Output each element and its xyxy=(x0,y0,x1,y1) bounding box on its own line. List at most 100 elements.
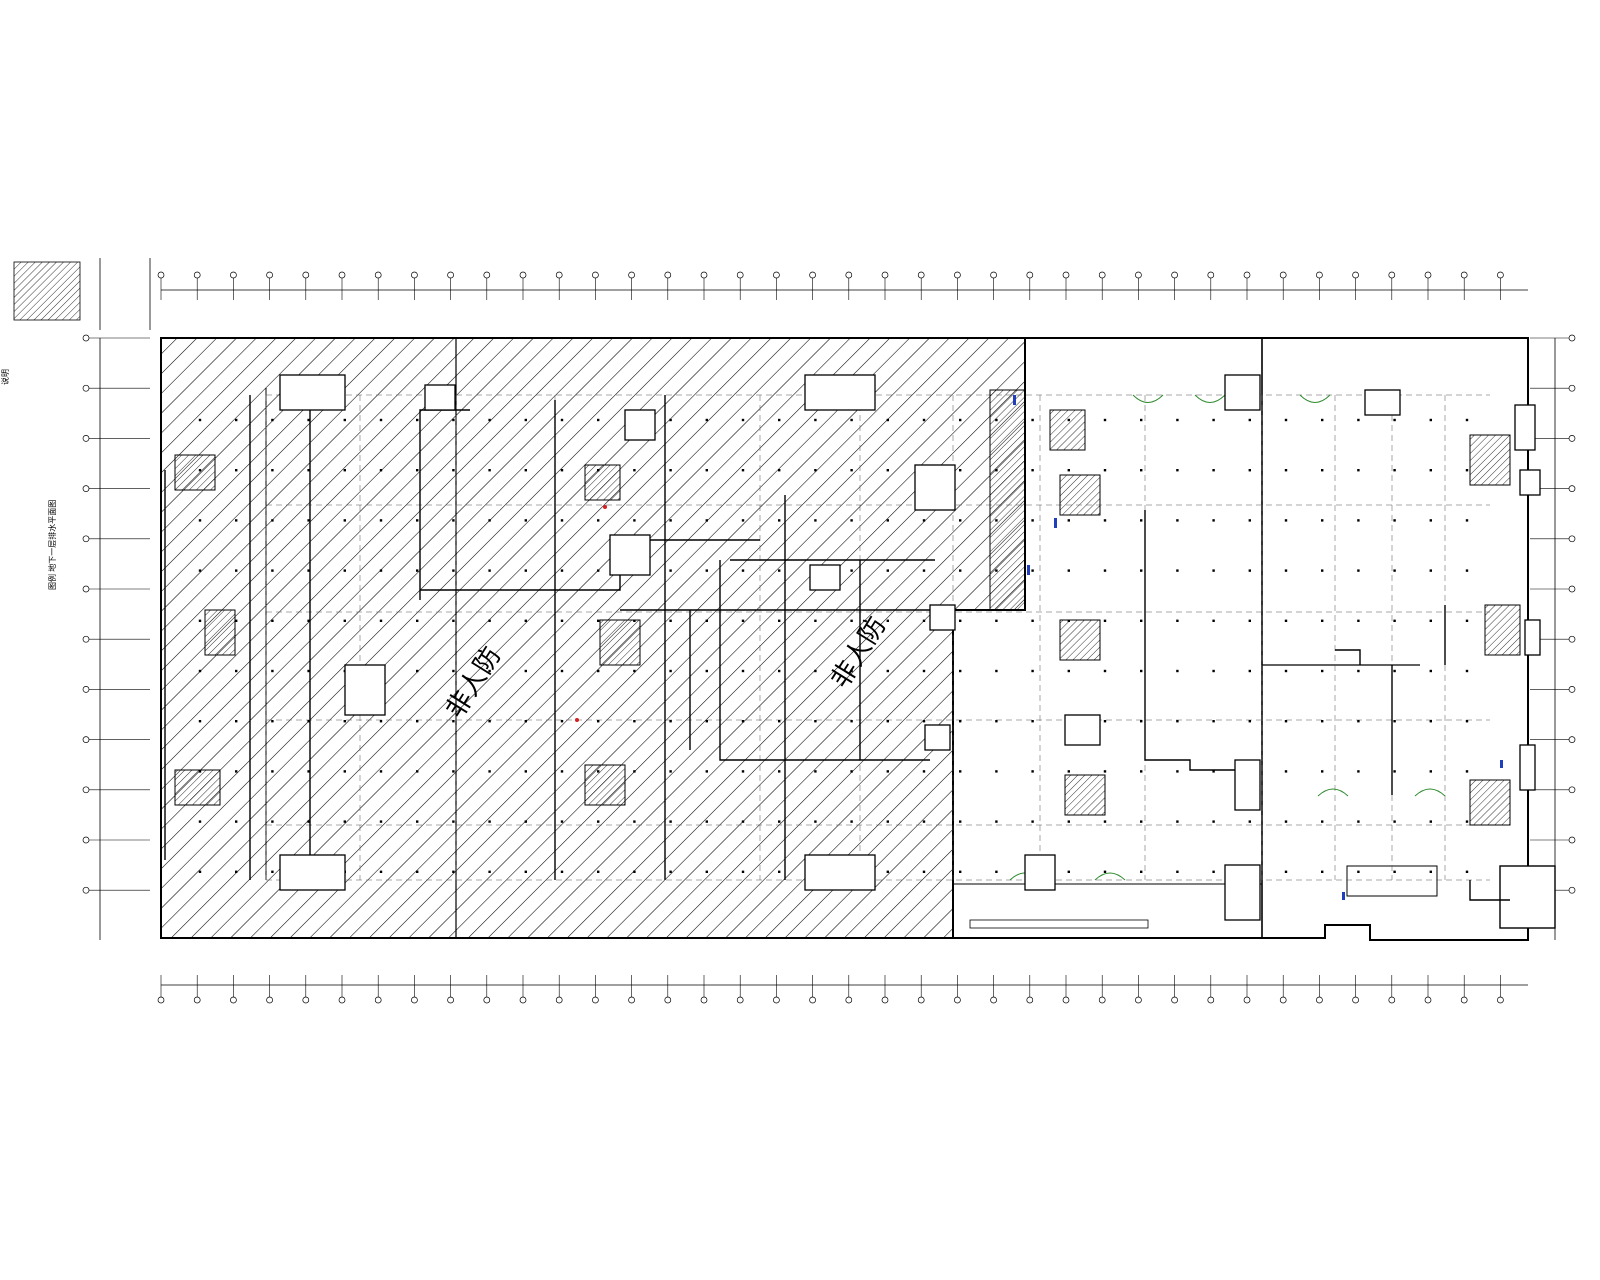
column-dot xyxy=(235,469,238,472)
column-dot xyxy=(343,569,346,572)
column-dot xyxy=(235,720,238,723)
column-dot xyxy=(235,418,238,422)
column-dot xyxy=(198,519,202,522)
column-dot xyxy=(1140,519,1143,522)
column-dot xyxy=(1067,770,1070,773)
column-dot xyxy=(1357,418,1360,422)
column-dot xyxy=(524,770,527,773)
column-dot xyxy=(1031,770,1034,773)
room-box xyxy=(1064,714,1101,746)
column-dot xyxy=(1357,619,1360,622)
column-dot xyxy=(307,669,310,673)
column-dot xyxy=(1429,619,1432,622)
column-dot xyxy=(741,619,745,622)
grid-bubble xyxy=(1424,271,1432,279)
column-dot xyxy=(235,569,238,572)
top-dimension-chain xyxy=(157,271,1528,300)
column-dot xyxy=(814,720,817,723)
column-dot xyxy=(379,418,383,422)
column-dot xyxy=(416,418,419,422)
column-dot xyxy=(416,770,419,773)
column-dot xyxy=(343,469,346,472)
grid-bubble xyxy=(1026,271,1034,279)
room-box xyxy=(809,564,841,591)
column-dot xyxy=(1284,669,1288,673)
room-box xyxy=(279,854,346,891)
column-dot xyxy=(959,720,962,723)
column-dot xyxy=(669,870,672,873)
grid-bubble xyxy=(954,996,961,1004)
column-dot xyxy=(886,669,889,673)
column-dot xyxy=(1176,770,1179,773)
column-dot xyxy=(1176,720,1179,723)
column-dot xyxy=(1284,870,1288,873)
grid-bubble xyxy=(82,736,90,743)
column-dot xyxy=(1465,569,1469,572)
column-dot xyxy=(488,619,491,622)
column-dot xyxy=(560,770,564,773)
column-dot xyxy=(271,870,274,873)
grid-bubble xyxy=(664,271,672,279)
grid-bubble xyxy=(82,886,90,894)
grid-bubble xyxy=(82,435,90,442)
column-dot xyxy=(959,519,962,522)
column-dot xyxy=(1357,469,1360,472)
column-dot xyxy=(1103,720,1107,723)
column-dot xyxy=(741,569,745,572)
column-dot xyxy=(1176,820,1179,823)
column-dot xyxy=(1357,870,1360,873)
column-dot xyxy=(1393,519,1396,522)
grid-bubble xyxy=(1568,334,1576,342)
grid-bubble xyxy=(1568,585,1576,593)
column-dot xyxy=(741,669,745,673)
column-dot xyxy=(741,519,745,522)
column-dot xyxy=(1212,720,1215,723)
column-dot xyxy=(741,720,745,723)
column-dot xyxy=(416,519,419,522)
grid-bubble xyxy=(82,384,90,392)
grid-bubble xyxy=(1424,996,1432,1004)
column-dot xyxy=(597,418,600,422)
column-dot xyxy=(959,469,962,472)
grid-bubble xyxy=(990,271,997,279)
column-dot xyxy=(1176,519,1179,522)
column-dot xyxy=(741,418,745,422)
room-box xyxy=(609,534,651,576)
column-dot xyxy=(1248,418,1251,422)
column-dot xyxy=(778,720,781,723)
column-dot xyxy=(1321,619,1324,622)
column-dot xyxy=(524,720,527,723)
column-dot xyxy=(1212,770,1215,773)
column-dot xyxy=(850,720,853,723)
column-dot xyxy=(778,669,781,673)
column-dot xyxy=(922,619,926,622)
column-dot xyxy=(1212,418,1215,422)
grid-bubble xyxy=(1279,271,1287,279)
grid-bubble xyxy=(1171,996,1178,1004)
column-dot xyxy=(271,770,274,773)
grid-bubble xyxy=(193,271,201,279)
column-dot xyxy=(1429,720,1432,723)
column-dot xyxy=(597,820,600,823)
column-dot xyxy=(669,720,672,723)
column-dot xyxy=(850,519,853,522)
column-dot xyxy=(778,770,781,773)
column-dot xyxy=(850,418,853,422)
column-dot xyxy=(814,770,817,773)
column-dot xyxy=(1284,519,1288,522)
column-dot xyxy=(633,669,636,673)
column-dot xyxy=(307,519,310,522)
column-dot xyxy=(741,469,745,472)
column-dot xyxy=(1031,519,1034,522)
column-dot xyxy=(1321,519,1324,522)
column-dot xyxy=(1429,569,1432,572)
column-dot xyxy=(560,418,564,422)
grid-bubble xyxy=(1568,435,1576,442)
column-dot xyxy=(307,770,310,773)
column-dot xyxy=(1176,619,1179,622)
grid-bubble xyxy=(845,996,853,1004)
grid-bubble xyxy=(555,271,563,279)
column-dot xyxy=(1284,720,1288,723)
column-dot xyxy=(959,669,962,673)
